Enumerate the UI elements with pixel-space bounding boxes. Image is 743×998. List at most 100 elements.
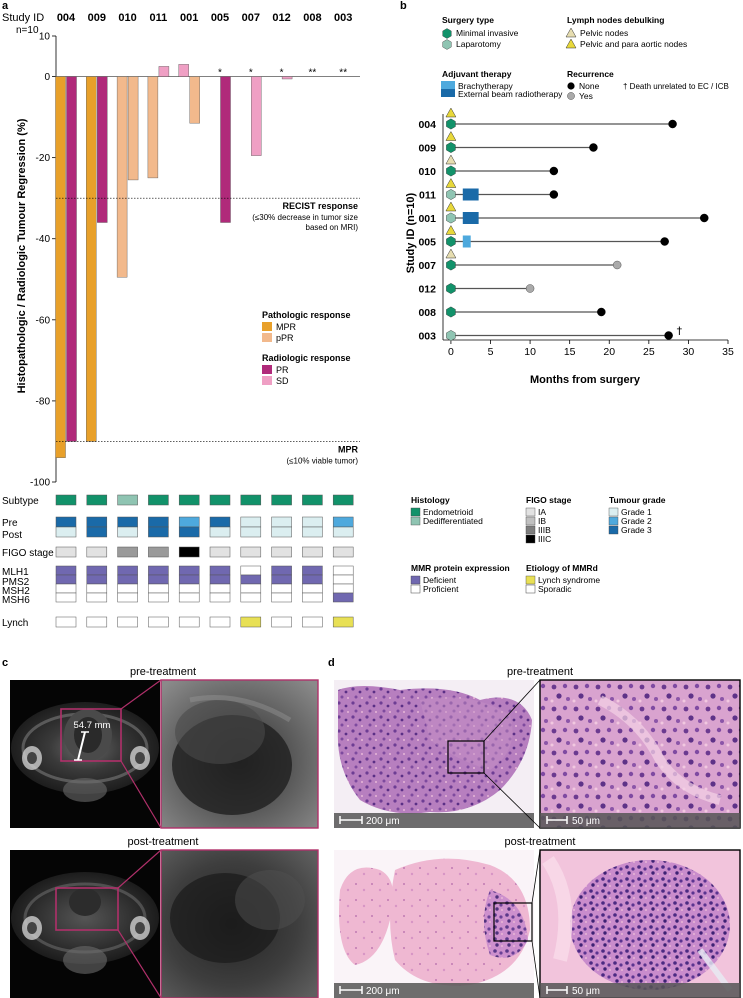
legend-grade3-label: Grade 3 [621,525,652,535]
legend-ebrt-label: External beam radiotherapy [458,89,563,99]
mlh1-cell [148,565,169,576]
therapy-bar [462,235,471,248]
grade-pre-cell [332,516,354,528]
y-tick-label: -100 [30,478,50,489]
surgery-marker [446,259,456,271]
mlh1-cell [271,565,292,576]
legend-adjuvant-title: Adjuvant therapy [442,69,512,79]
subtype-cell [240,494,262,506]
mri-pre-image: 54.7 mm [10,680,160,828]
mri-pre-zoom [160,679,319,829]
msh2-cell [209,583,231,594]
legend-minimal-marker [442,28,452,39]
lynch-cell [240,616,262,628]
patient-id-label: 009 [418,143,436,155]
category-label: 005 [211,12,229,24]
legend-sporadic-label: Sporadic [538,584,572,594]
y-tick-label: -20 [36,153,51,164]
lymph-node-marker [445,177,457,188]
x-tick-label: 30 [683,346,695,358]
reference-sublabel: (≤10% viable tumor) [286,456,358,465]
death-note: † Death unrelated to EC / ICB [623,82,729,91]
x-tick-label: 15 [564,346,576,358]
y-axis-title: Histopathologic / Radiologic Tumour Regr… [16,118,28,393]
legend-para-aortic-marker [565,38,577,49]
significance-star: * [280,68,284,79]
lynch-cell [302,616,323,628]
lymph-node-marker [445,224,457,235]
msh6-cell [332,592,354,603]
bar-009 [97,76,108,223]
bar-001 [178,64,189,77]
surgery-marker [446,189,456,200]
msh2-cell [55,583,77,594]
reference-sublabel: (≤30% decrease in tumor size [252,213,358,222]
msh6-cell [117,592,138,603]
legend-figo-title: FIGO stage [526,495,572,505]
mri-measurement: 54.7 mm [74,720,111,731]
x-tick-label: 35 [722,346,734,358]
study-id-header: Study ID [2,12,44,24]
msh6-cell [55,592,77,603]
c-pre-title: pre-treatment [130,666,196,678]
grade-pre-cell [148,516,169,528]
figo-cell [332,546,354,558]
legend-minimal-label: Minimal invasive [456,28,519,38]
row-label-subtype: Subtype [2,496,39,507]
y-tick-label: 10 [39,32,51,43]
legend-ppr-label: pPR [276,333,294,343]
category-label: 012 [272,12,290,24]
grade-post-cell [302,526,323,538]
lynch-cell [148,616,169,628]
endpoint-marker [589,143,598,152]
x-tick-label: 20 [603,346,615,358]
significance-star: ** [339,68,347,79]
grade-post-cell [55,526,77,538]
category-label: 004 [57,12,76,24]
lynch-cell [178,616,200,628]
significance-star: ** [309,68,317,79]
category-label: 003 [334,12,352,24]
d-pre-scale-200: 200 μm [366,816,400,827]
bar-007 [251,76,262,156]
legend-mmr-title: MMR protein expression [411,563,510,573]
surgery-marker [446,118,456,130]
grade-pre-cell [55,516,77,528]
subtype-cell [209,494,231,506]
msh6-cell [302,592,323,603]
surgery-marker [446,236,456,247]
row-label-msh6: MSH6 [2,595,30,606]
grade-pre-cell [117,516,138,528]
figo-cell [271,546,292,558]
legend-none-marker [567,82,575,90]
panel-label-b: b [400,0,407,12]
legend-pr-label: PR [276,365,289,375]
pms2-cell [86,574,108,585]
bar-004 [66,76,77,442]
pms2-cell [117,574,138,585]
legend-figo-ib-label: IB [538,516,546,526]
d-post-scale-200: 200 μm [366,986,400,997]
subtype-cell [55,494,77,506]
legend-grade3-swatch [608,525,619,535]
mlh1-cell [332,565,354,576]
subtype-cell [332,494,354,506]
legend-radiologic-title: Radiologic response [262,353,351,363]
msh6-cell [209,592,231,603]
row-label-post: Post [2,530,22,541]
row-label-mlh1: MLH1 [2,567,29,578]
response-legend: Pathologic response MPR pPR Radiologic r… [262,310,351,386]
legend-dediff-label: Dedifferentiated [423,516,483,526]
bar-010 [127,76,139,181]
legend-figo-iiib-swatch [525,525,536,535]
surgery-marker [446,165,456,177]
legend-none-label: None [579,81,600,91]
pms2-cell [240,574,262,585]
grade-post-cell [271,526,292,538]
track-row-labels: Subtype Pre Post FIGO stage MLH1 PMS2 MS… [2,496,54,629]
significance-star: * [218,68,222,79]
patient-id-label: 004 [418,119,436,131]
grade-pre-cell [209,516,231,528]
subtype-cell [302,494,323,506]
patient-id-label: 011 [419,190,436,202]
